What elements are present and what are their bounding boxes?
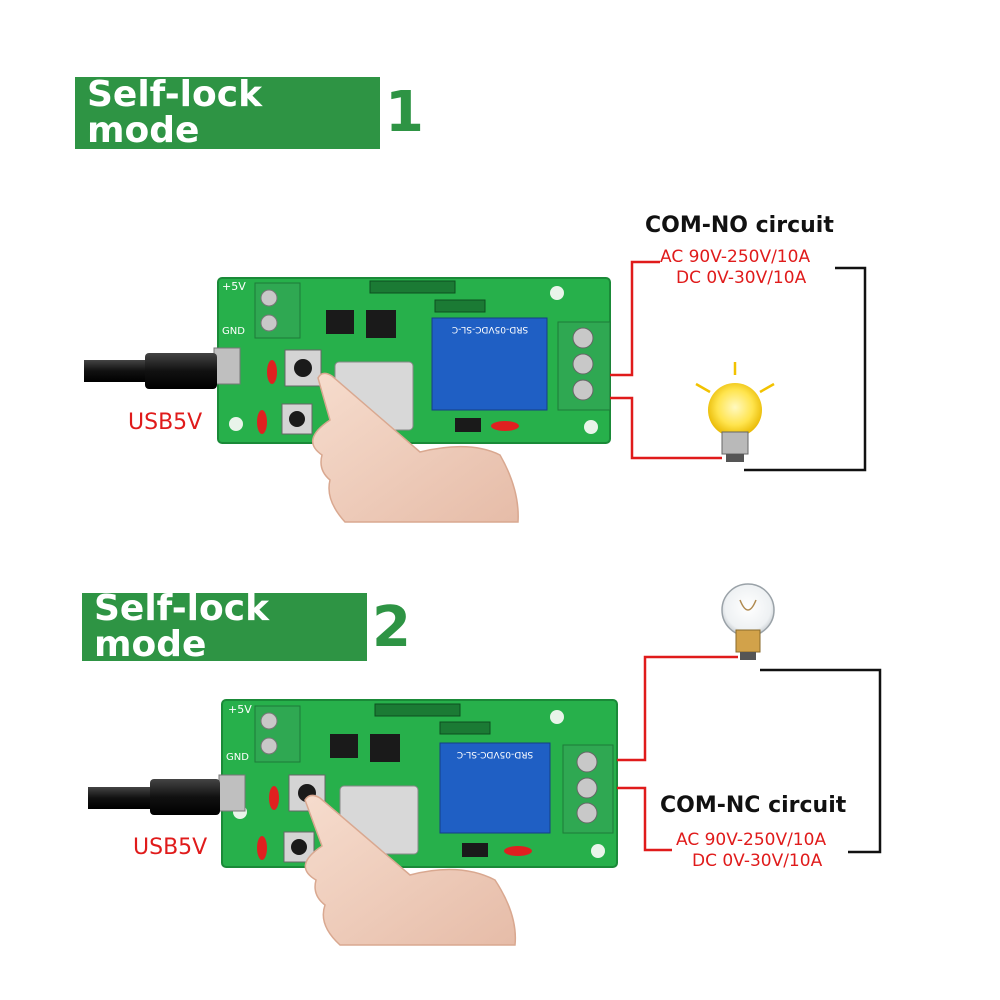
gnd-label: GND bbox=[222, 326, 245, 337]
status-led bbox=[257, 410, 267, 434]
circuit-title-1: COM-NO circuit bbox=[645, 213, 834, 238]
mode-number-2: 2 bbox=[372, 595, 411, 660]
usb-cable-1 bbox=[84, 353, 217, 389]
light-bulb-on-icon bbox=[695, 362, 775, 462]
relay-board-2: SRD-05VDC-SL-C +5V GND bbox=[218, 699, 618, 868]
reset-button[interactable] bbox=[288, 774, 326, 812]
relay-board-1: SRD-05VDC-SL-C +5V GND bbox=[213, 277, 611, 444]
mount-hole bbox=[584, 420, 598, 434]
finger-hand-1 bbox=[312, 372, 519, 523]
pin-header bbox=[434, 299, 486, 313]
pair-button[interactable] bbox=[283, 831, 315, 863]
power-terminal bbox=[254, 282, 301, 339]
plus5v-label: +5V bbox=[222, 280, 246, 293]
mode-number-1: 1 bbox=[385, 80, 424, 145]
spec-dc-2: DC 0V-30V/10A bbox=[692, 851, 823, 871]
finger-hand-2 bbox=[304, 794, 517, 946]
relay bbox=[431, 317, 548, 411]
usb-cable-2 bbox=[88, 779, 220, 815]
mode-banner-2: Self-lock mode bbox=[82, 588, 367, 665]
spec-ac-1: AC 90V-250V/10A bbox=[660, 247, 811, 267]
micro-usb-port bbox=[213, 347, 241, 385]
status-led bbox=[267, 360, 277, 384]
plus5v-label: +5V bbox=[228, 703, 252, 716]
usb-label-1: USB5V bbox=[128, 410, 203, 435]
mount-hole bbox=[229, 417, 243, 431]
mode-banner-1: Self-lock mode bbox=[75, 77, 380, 149]
ic-chip bbox=[366, 310, 396, 338]
regulator-chip bbox=[326, 310, 354, 334]
mount-hole bbox=[550, 286, 564, 300]
mode-label-1: Self-lock mode bbox=[87, 74, 263, 151]
pair-button[interactable] bbox=[281, 403, 313, 435]
usb-label-2: USB5V bbox=[133, 835, 208, 860]
output-terminal bbox=[557, 321, 611, 411]
relay-text: SRD-05VDC-SL-C bbox=[452, 324, 528, 334]
reset-button[interactable] bbox=[284, 349, 322, 387]
spec-dc-1: DC 0V-30V/10A bbox=[676, 268, 807, 288]
relay-led bbox=[491, 421, 519, 431]
light-bulb-off-icon bbox=[721, 583, 775, 660]
wiring-2 bbox=[617, 655, 882, 854]
relay-text: SRD-05VDC-SL-C bbox=[457, 749, 533, 759]
pin-header bbox=[369, 280, 456, 294]
wiring-1 bbox=[610, 260, 867, 472]
spec-ac-2: AC 90V-250V/10A bbox=[676, 830, 827, 850]
gnd-label: GND bbox=[226, 752, 249, 763]
circuit-title-2: COM-NC circuit bbox=[660, 793, 847, 818]
mode-label-2: Self-lock mode bbox=[94, 588, 270, 665]
wifi-module bbox=[334, 361, 414, 431]
